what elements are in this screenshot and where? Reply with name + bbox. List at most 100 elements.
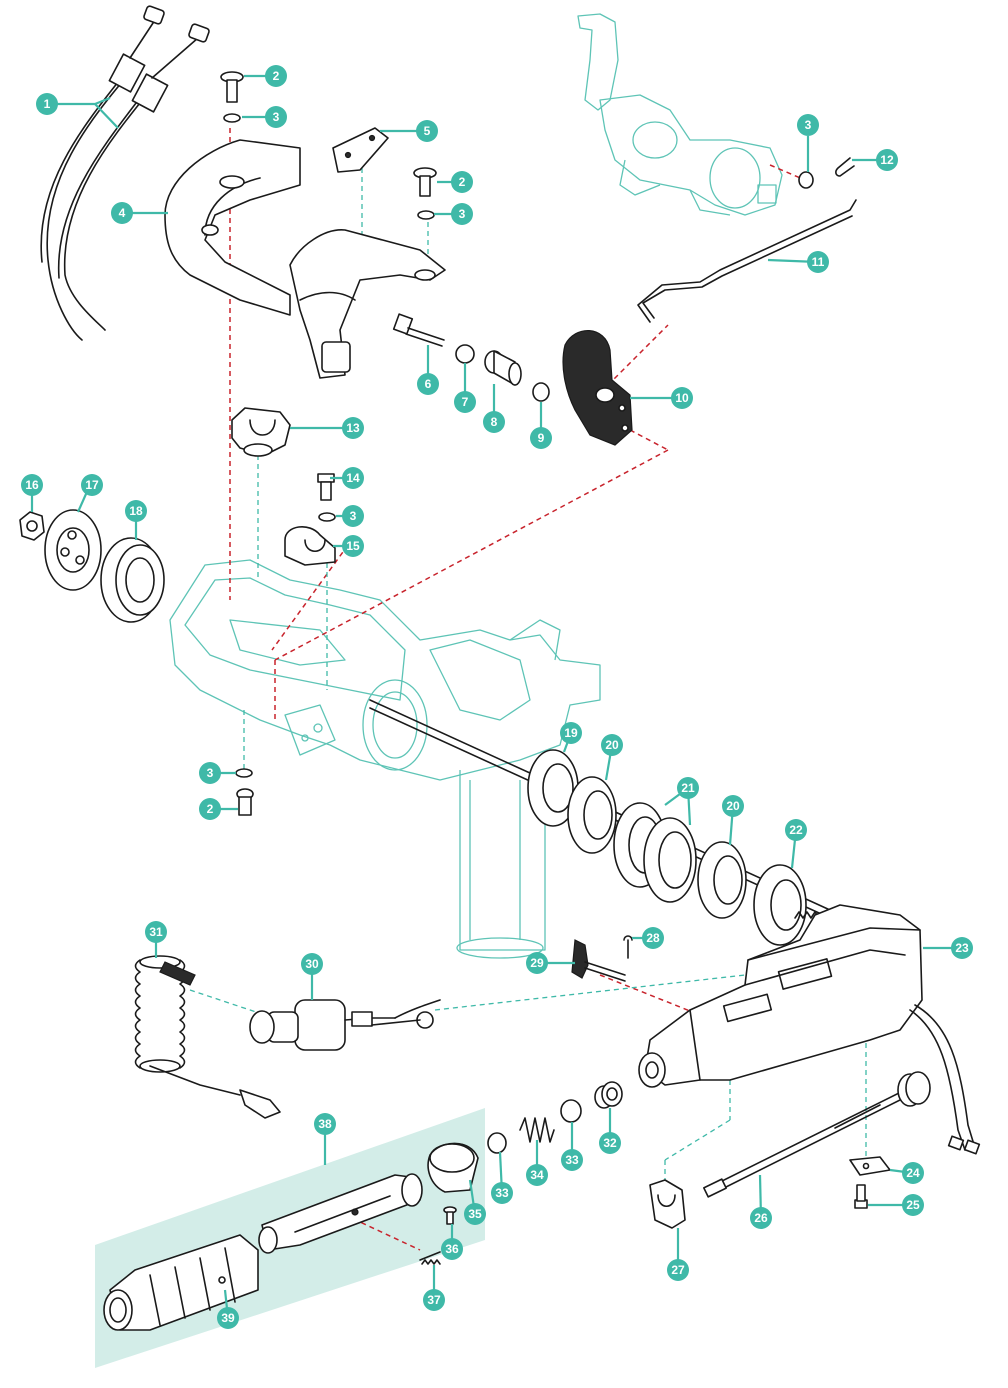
washer-22 bbox=[753, 864, 807, 946]
callout-bubble bbox=[423, 1289, 445, 1311]
callout-number: 18 bbox=[129, 504, 143, 518]
callout-bubble bbox=[441, 1238, 463, 1260]
throttle-cam bbox=[562, 330, 633, 446]
callout-number: 8 bbox=[491, 415, 498, 429]
callout-38: 38 bbox=[314, 1113, 336, 1135]
callout-bubble bbox=[417, 373, 439, 395]
callout-bubble bbox=[199, 762, 221, 784]
callout-24: 24 bbox=[902, 1162, 924, 1184]
callout-bubble bbox=[599, 1132, 621, 1154]
callout-number: 16 bbox=[25, 478, 39, 492]
throttle-linkage-ghost bbox=[577, 13, 783, 216]
callout-3: 3 bbox=[797, 114, 819, 136]
callout-36: 36 bbox=[441, 1238, 463, 1260]
screw-2b bbox=[413, 167, 437, 197]
callout-number: 32 bbox=[603, 1136, 617, 1150]
callout-number: 38 bbox=[318, 1117, 332, 1131]
callout-number: 33 bbox=[565, 1153, 579, 1167]
callout-bubble bbox=[314, 1113, 336, 1135]
callout-33: 33 bbox=[491, 1182, 513, 1204]
callout-number: 33 bbox=[495, 1186, 509, 1200]
callout-31: 31 bbox=[145, 921, 167, 943]
callout-18: 18 bbox=[125, 500, 147, 522]
callout-27: 27 bbox=[667, 1259, 689, 1281]
callout-number: 19 bbox=[564, 726, 578, 740]
callout-bubble bbox=[642, 927, 664, 949]
callout-bubble bbox=[750, 1207, 772, 1229]
callout-9: 9 bbox=[530, 427, 552, 449]
callout-bubble bbox=[530, 427, 552, 449]
cable-clamp bbox=[231, 407, 291, 457]
callout-number: 36 bbox=[445, 1242, 459, 1256]
callout-bubble bbox=[217, 1307, 239, 1329]
callout-number: 22 bbox=[789, 823, 803, 837]
washer-3a bbox=[223, 113, 241, 123]
callout-number: 26 bbox=[754, 1211, 768, 1225]
callout-number: 11 bbox=[812, 255, 825, 269]
callout-bubble bbox=[451, 171, 473, 193]
callout-number: 21 bbox=[681, 781, 695, 795]
stop-switch bbox=[249, 999, 441, 1051]
callout-bubble bbox=[36, 93, 58, 115]
callout-bubble bbox=[21, 474, 43, 496]
spring-34 bbox=[519, 1117, 555, 1143]
callout-bubble bbox=[951, 937, 973, 959]
callout-bubble bbox=[667, 1259, 689, 1281]
screw-25 bbox=[854, 1184, 868, 1209]
callout-28: 28 bbox=[642, 927, 664, 949]
callout-number: 9 bbox=[538, 431, 545, 445]
callout-number: 25 bbox=[906, 1198, 920, 1212]
washer-20a bbox=[567, 776, 617, 854]
decal bbox=[332, 127, 389, 173]
callout-bubble bbox=[601, 734, 623, 756]
callout-bubble bbox=[561, 1149, 583, 1171]
cable-guide-27 bbox=[649, 1179, 686, 1229]
callout-number: 35 bbox=[468, 1207, 482, 1221]
callout-33: 33 bbox=[561, 1149, 583, 1171]
callout-8: 8 bbox=[483, 411, 505, 433]
callout-bubble bbox=[677, 777, 699, 799]
bolt-6 bbox=[392, 313, 445, 347]
callout-number: 15 bbox=[346, 539, 360, 553]
callout-14: 14 bbox=[342, 467, 364, 489]
callout-12: 12 bbox=[876, 149, 898, 171]
callout-number: 37 bbox=[427, 1293, 441, 1307]
callout-number: 31 bbox=[149, 925, 163, 939]
callout-number: 29 bbox=[530, 956, 544, 970]
callout-number: 24 bbox=[906, 1166, 920, 1180]
washer-3e bbox=[235, 768, 253, 778]
callout-number: 2 bbox=[273, 69, 280, 83]
callout-bubble bbox=[342, 505, 364, 527]
callout-2: 2 bbox=[265, 65, 287, 87]
callout-bubble bbox=[342, 417, 364, 439]
cotter-pin bbox=[835, 157, 855, 177]
callout-number: 12 bbox=[880, 153, 894, 167]
cable-clip bbox=[284, 526, 336, 566]
callout-number: 14 bbox=[346, 471, 360, 485]
washer-33a bbox=[560, 1099, 582, 1123]
callout-number: 20 bbox=[726, 799, 740, 813]
callout-3: 3 bbox=[199, 762, 221, 784]
callout-4: 4 bbox=[111, 202, 133, 224]
callout-number: 2 bbox=[459, 175, 466, 189]
callout-bubble bbox=[902, 1162, 924, 1184]
callout-bubble bbox=[342, 535, 364, 557]
callout-7: 7 bbox=[454, 391, 476, 413]
callout-bubble bbox=[301, 953, 323, 975]
screw-37 bbox=[419, 1251, 441, 1265]
callout-bubble bbox=[785, 819, 807, 841]
callout-number: 13 bbox=[346, 421, 360, 435]
callout-bubble bbox=[342, 467, 364, 489]
washer-3b bbox=[417, 210, 435, 220]
callout-bubble bbox=[81, 474, 103, 496]
callout-5: 5 bbox=[416, 120, 438, 142]
callout-13: 13 bbox=[342, 417, 364, 439]
callout-30: 30 bbox=[301, 953, 323, 975]
callout-21: 21 bbox=[677, 777, 699, 799]
callout-number: 3 bbox=[805, 118, 812, 132]
alignment-lines bbox=[189, 128, 867, 1251]
callout-number: 28 bbox=[646, 931, 660, 945]
callout-35: 35 bbox=[464, 1203, 486, 1225]
callout-number: 6 bbox=[425, 377, 432, 391]
callout-number: 10 bbox=[675, 391, 689, 405]
